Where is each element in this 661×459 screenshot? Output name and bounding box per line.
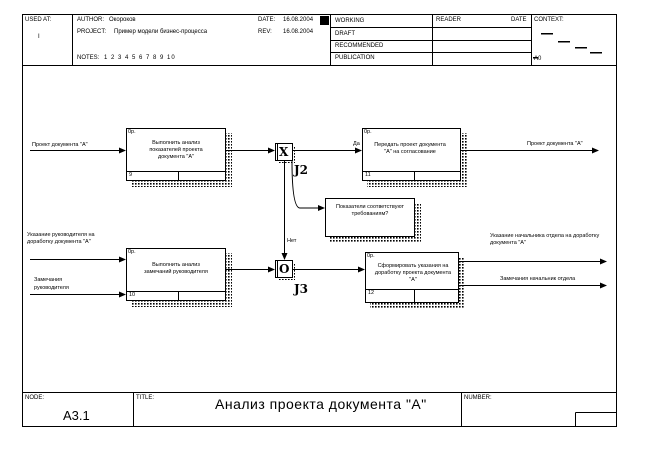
activity-9-cost: 0р. — [128, 129, 136, 135]
activity-12-cost: 0р. — [367, 253, 375, 259]
activity-10-cost: 0р. — [128, 249, 136, 255]
status-working: WORKING — [335, 18, 365, 24]
status-recommended: RECOMMENDED — [335, 43, 384, 49]
diagram-frame — [22, 14, 617, 427]
reader-date-label: DATE — [511, 17, 527, 23]
branch-no-label: Нет — [287, 238, 297, 244]
junction-j2-symbol — [275, 143, 295, 163]
notes-value: 1 2 3 4 5 6 7 8 9 10 — [104, 55, 176, 61]
label-output-doc: Проект документа "А" — [527, 141, 583, 147]
rev-label: REV: — [258, 29, 272, 35]
activity-11-number: 11 — [365, 172, 371, 178]
node-label: NODE: — [25, 395, 45, 401]
date-value: 16.08.2004 — [283, 17, 314, 23]
status-draft: DRAFT — [335, 31, 355, 37]
branch-yes-label: Да — [353, 141, 360, 147]
activity-9-label: Выполнить анализ показателей проекта док… — [149, 140, 203, 161]
date-label: DATE: — [258, 17, 276, 23]
context-node: A0 — [534, 56, 542, 62]
activity-box-12 — [365, 252, 465, 309]
label-input-remarks: Замечания руководителя — [34, 277, 69, 291]
junction-j3-symbol — [275, 260, 295, 280]
node-value: A3.1 — [63, 408, 90, 423]
junction-j2-name: J2 — [294, 163, 309, 177]
junction-j2-type: X — [279, 145, 289, 159]
note-text: Показатели соответствуют требованиям? — [335, 204, 404, 218]
activity-box-11 — [362, 128, 467, 187]
diagram-arrows — [30, 147, 607, 298]
author-label: AUTHOR: — [77, 17, 104, 23]
activity-box-9 — [126, 128, 232, 187]
activity-10-label: Выполнить анализ замечаний руководителя — [144, 262, 208, 276]
activity-10-number: 10 — [129, 292, 136, 298]
junction-j3-name: J3 — [294, 282, 309, 296]
status-publication: PUBLICATION — [335, 55, 375, 61]
activity-9-number: 9 — [129, 172, 133, 178]
diagram-title: Анализ проекта документа "А" — [215, 396, 427, 412]
number-label: NUMBER: — [464, 395, 492, 401]
rev-value: 16.08.2004 — [283, 29, 314, 35]
reader-label: READER — [436, 17, 462, 23]
label-output-instruction: Указание начальника отдела на доработку … — [490, 233, 600, 247]
context-thumbnail — [533, 33, 602, 59]
note-box — [325, 198, 421, 243]
footer-grid — [133, 392, 617, 427]
activity-box-10 — [126, 248, 232, 307]
used-at-label: USED AT: — [25, 17, 52, 23]
author-value: Окороков — [109, 17, 136, 23]
junction-j3-type: O — [279, 262, 290, 276]
activity-11-label: Передать проект документа "А" на согласо… — [374, 142, 446, 156]
context-label: CONTEXT: — [534, 17, 564, 23]
used-at-value: I — [38, 34, 40, 40]
activity-11-cost: 0р. — [364, 129, 372, 135]
project-value: Пример модели бизнес-процесса — [114, 29, 208, 35]
header-grid — [72, 14, 532, 66]
title-label: TITLE: — [136, 395, 155, 401]
activity-12-label: Сформировать указания на доработку проек… — [374, 263, 452, 284]
label-input-instruction: Указание руководителя на доработку докум… — [27, 232, 95, 246]
activity-12-number: 12 — [368, 290, 375, 296]
notes-label: NOTES: — [77, 55, 100, 61]
project-label: PROJECT: — [77, 29, 107, 35]
working-indicator — [320, 16, 329, 25]
label-output-remarks: Замечания начальник отдела — [500, 276, 576, 282]
label-input-doc: Проект документа "А" — [32, 142, 88, 148]
